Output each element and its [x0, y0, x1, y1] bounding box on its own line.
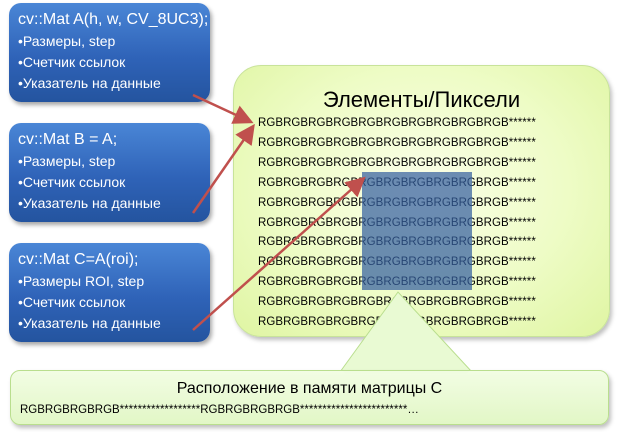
mat-b-item-data-ptr: •Указатель на данные: [18, 195, 161, 211]
roi-highlight: [362, 172, 472, 290]
pixel-row: RGBRGBRGBRGBRGBRGBRGBRGBRGBRGB******: [258, 156, 536, 169]
mat-a-item-data-ptr: •Указатель на данные: [18, 75, 161, 91]
memory-layout-title: Расположение в памяти матрицы C: [176, 380, 443, 397]
mat-a-title: cv::Mat A(h, w, CV_8UC3);: [18, 11, 209, 28]
mat-a-item-dims: •Размеры, step: [18, 33, 116, 49]
pixel-panel-title: Элементы/Пиксели: [322, 87, 521, 112]
mat-a-item-refcount: •Счетчик ссылок: [18, 54, 126, 70]
pixel-row: RGBRGBRGBRGBRGBRGBRGBRGBRGBRGB******: [258, 136, 536, 149]
mat-b-box: cv::Mat B = A; •Размеры, step •Счетчик с…: [9, 123, 210, 222]
arrow-a-to-data: [192, 93, 254, 124]
arrow-b-to-data: [191, 123, 255, 214]
mat-b-item-dims: •Размеры, step: [18, 153, 116, 169]
arrow-c-to-roi: [192, 176, 366, 331]
mat-b-item-refcount: •Счетчик ссылок: [18, 174, 126, 190]
mat-c-item-dims: •Размеры ROI, step: [18, 273, 145, 289]
pixel-row: RGBRGBRGBRGBRGBRGBRGBRGBRGBRGB******: [258, 117, 536, 129]
mat-b-title: cv::Mat B = A;: [18, 131, 118, 148]
mat-c-item-refcount: •Счетчик ссылок: [18, 294, 126, 310]
mat-c-box: cv::Mat C=A(roi); •Размеры ROI, step •Сч…: [9, 243, 210, 342]
pixel-data-panel: Элементы/Пиксели RGBRGBRGBRGBRGBRGBRGBRG…: [233, 65, 610, 337]
mat-c-title: cv::Mat C=A(roi);: [18, 251, 139, 268]
mat-c-item-data-ptr: •Указатель на данные: [18, 315, 161, 331]
memory-layout-box: Расположение в памяти матрицы C RGBRGBRG…: [10, 370, 609, 425]
mat-a-box: cv::Mat A(h, w, CV_8UC3); •Размеры, step…: [9, 3, 210, 102]
memory-layout-sequence: RGBRGBRGBRGB******************RGBRGBRGBR…: [20, 404, 419, 416]
